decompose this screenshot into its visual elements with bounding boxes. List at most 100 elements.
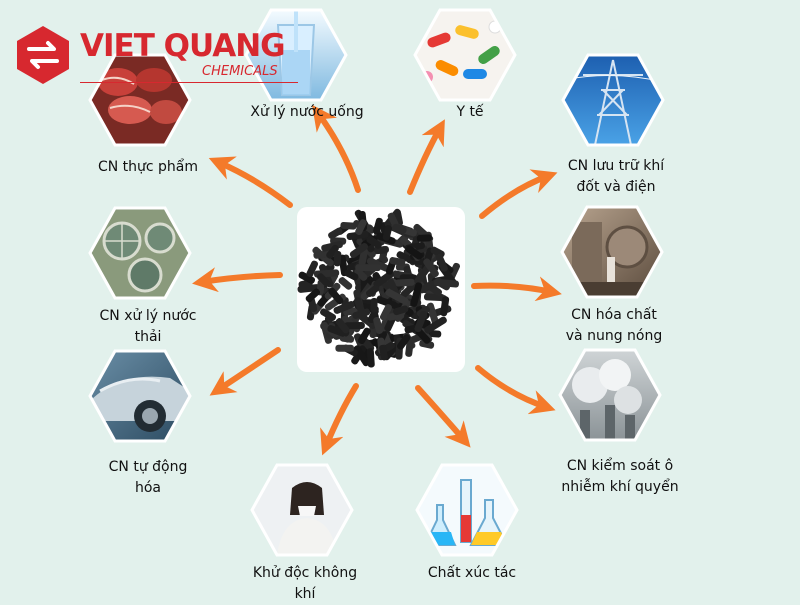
carbon-pellet xyxy=(333,250,342,267)
carbon-pellet xyxy=(435,253,448,272)
carbon-pellet xyxy=(387,212,399,228)
carbon-pellet xyxy=(414,310,428,333)
arrow-to-automotive xyxy=(209,347,281,396)
carbon-pellet xyxy=(397,334,411,350)
carbon-pellet xyxy=(328,287,344,305)
carbon-pellet xyxy=(354,268,368,281)
brand-name: VIET QUANG xyxy=(80,28,286,64)
carbon-pellet xyxy=(396,251,411,262)
carbon-pellet xyxy=(355,264,381,272)
carbon-pellet xyxy=(317,273,331,287)
carbon-pellet xyxy=(424,316,447,334)
carbon-pellet xyxy=(335,344,354,352)
power-tower-icon xyxy=(561,53,665,147)
arrow-to-air-detox xyxy=(320,383,359,456)
carbon-pellet xyxy=(440,296,450,317)
carbon-pellets xyxy=(297,208,460,368)
carbon-pellet xyxy=(355,219,367,236)
carbon-pellet xyxy=(298,271,316,284)
brand-underline xyxy=(80,82,298,83)
person-mask-icon xyxy=(250,463,354,557)
arrow-to-air-pollution xyxy=(475,365,556,415)
label-air-pollution: CN kiểm soát ô nhiễm khí quyển xyxy=(561,458,679,495)
arrow-to-gas-storage xyxy=(479,169,558,219)
carbon-pellet xyxy=(326,244,339,259)
smoke-icon xyxy=(558,348,662,442)
brand-logo: VIET QUANG CHEMICALS xyxy=(14,24,304,94)
arrows xyxy=(192,104,562,456)
factory-icon xyxy=(560,205,664,299)
carbon-pellet xyxy=(328,227,343,240)
carbon-pellet xyxy=(365,285,380,297)
carbon-pellet xyxy=(373,217,383,235)
arrow-to-chemical-heating xyxy=(471,276,562,302)
carbon-pellet xyxy=(414,264,431,285)
wastewater-plant-icon xyxy=(88,206,192,300)
arrow-to-drinking-water xyxy=(312,104,361,193)
carbon-pellet xyxy=(373,270,394,288)
carbon-pellet xyxy=(405,245,423,260)
carbon-pellet xyxy=(376,296,401,310)
arrow-to-medical xyxy=(407,119,445,195)
label-wastewater: CN xử lý nước thải xyxy=(99,308,197,345)
carbon-pellet xyxy=(349,243,369,259)
water-glass-icon xyxy=(244,8,348,102)
carbon-pellet xyxy=(410,282,423,307)
carbon-pellet xyxy=(426,302,440,327)
carbon-pellet xyxy=(346,230,369,241)
carbon-pellet xyxy=(393,305,409,316)
carbon-pellet xyxy=(416,234,432,242)
arrow-to-food xyxy=(208,156,293,208)
carbon-pellet xyxy=(366,235,382,249)
carbon-pellet xyxy=(320,308,337,321)
carbon-pellet xyxy=(335,318,350,334)
carbon-pellet xyxy=(340,221,357,230)
carbon-pellet xyxy=(382,225,393,241)
carbon-pellet xyxy=(344,269,359,281)
carbon-pellet xyxy=(415,328,431,344)
carbon-pellet xyxy=(354,297,368,323)
carbon-pellet xyxy=(425,282,443,296)
carbon-pellet xyxy=(379,304,392,321)
label-gas-storage: CN lưu trữ khí đốt và điện xyxy=(567,158,665,195)
arrow-to-wastewater xyxy=(192,267,283,293)
carbon-pellet xyxy=(392,223,407,234)
carbon-pellet xyxy=(373,316,384,334)
label-air-detox: Khử độc không khí xyxy=(252,565,358,602)
label-automotive: CN tự động hóa xyxy=(108,459,188,496)
label-food: CN thực phẩm xyxy=(97,159,199,175)
activated-carbon-image xyxy=(297,207,465,372)
carbon-pellet xyxy=(389,257,406,266)
carbon-pellet xyxy=(357,327,371,345)
carbon-pellet xyxy=(433,278,460,288)
carbon-pellet xyxy=(353,345,370,367)
carbon-pellet xyxy=(385,288,409,305)
carbon-pellet xyxy=(344,321,365,330)
carbon-pellet xyxy=(400,282,417,298)
application-images xyxy=(88,8,665,557)
label-drinking-water: Xử lý nước uống xyxy=(250,104,364,120)
carbon-pellet xyxy=(305,288,320,303)
car-icon xyxy=(88,349,192,443)
carbon-pellet xyxy=(423,258,439,278)
arrow-to-catalyst xyxy=(415,385,471,448)
carbon-pellet xyxy=(370,297,378,313)
carbon-pellet xyxy=(405,339,414,357)
label-chemical-heating: CN hóa chất và nung nóng xyxy=(565,307,663,344)
logo-hexagon-icon xyxy=(17,26,69,84)
brand-subtitle: CHEMICALS xyxy=(202,64,278,79)
carbon-pellet xyxy=(333,301,355,314)
carbon-pellet xyxy=(366,348,375,368)
carbon-pellet xyxy=(334,325,350,337)
carbon-pellet xyxy=(394,278,415,287)
pills-icon xyxy=(413,8,517,102)
carbon-pellet xyxy=(306,260,319,277)
carbon-pellet xyxy=(379,344,389,361)
label-catalyst: Chất xúc tác xyxy=(427,565,517,581)
carbon-pellet xyxy=(339,334,355,343)
carbon-pellet xyxy=(321,241,343,252)
meat-icon xyxy=(88,53,192,147)
label-medical: Y tế xyxy=(456,104,484,120)
carbon-pellet xyxy=(338,277,353,290)
